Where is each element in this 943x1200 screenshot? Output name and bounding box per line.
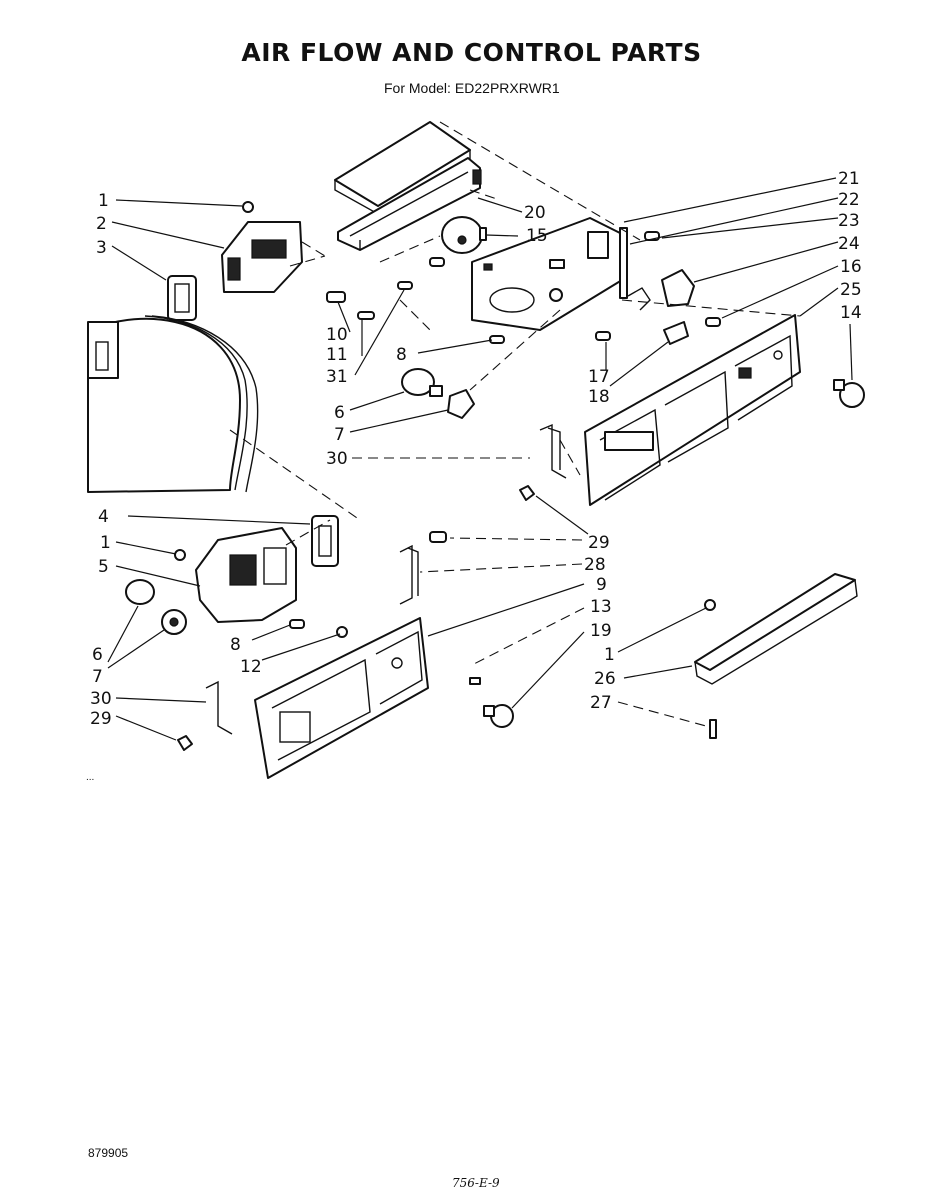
callout-12: 12	[240, 657, 262, 677]
model-label: For Model:	[384, 80, 451, 96]
callout-8-lower: 8	[230, 635, 241, 655]
callout-16: 16	[840, 257, 862, 277]
callout-20: 20	[524, 203, 546, 223]
assembly-dashed-lines	[229, 121, 801, 546]
callout-7: 7	[334, 425, 345, 445]
callout-13: 13	[590, 597, 612, 617]
callout-17: 17	[588, 367, 610, 387]
bracket-28	[399, 544, 419, 605]
control-housing-lower	[174, 527, 297, 623]
callout-18: 18	[588, 387, 610, 407]
callout-29-lower: 29	[90, 709, 112, 729]
stray-mark: ...	[86, 772, 95, 783]
upper-control-panel	[584, 314, 801, 506]
callout-1-lower: 1	[100, 533, 111, 553]
light-bulb-lower	[125, 579, 187, 635]
control-gasket	[167, 275, 197, 321]
callout-3: 3	[96, 238, 107, 258]
callout-6: 6	[334, 403, 345, 423]
callout-27: 27	[590, 693, 612, 713]
control-bracket-plate	[471, 217, 623, 331]
bracket-30-lower	[177, 680, 233, 751]
freezer-liner	[87, 315, 259, 493]
callout-7-lower: 7	[92, 667, 103, 687]
document-code: 879905	[88, 1146, 129, 1160]
callout-29: 29	[588, 533, 610, 553]
lower-control-panel	[254, 617, 429, 779]
callout-4: 4	[98, 507, 109, 527]
callout-21: 21	[838, 169, 860, 189]
damper-motor	[441, 216, 487, 254]
model-number: ED22PRXRWR1	[454, 80, 560, 96]
callout-1-right: 1	[604, 645, 615, 665]
callout-8: 8	[396, 345, 407, 365]
small-screws	[326, 257, 611, 344]
callout-26: 26	[594, 669, 616, 689]
trim-strip	[694, 573, 858, 739]
callout-labels: 1 2 3 10 11 31 8 6 7 30 20 15 21 22 23 2…	[90, 169, 862, 729]
handwritten-note: 756-E-9	[452, 1176, 500, 1190]
thermostat-control	[221, 201, 303, 293]
callout-19: 19	[590, 621, 612, 641]
callout-10: 10	[326, 325, 348, 345]
callout-15: 15	[526, 226, 548, 246]
lamp-socket-upper	[447, 389, 475, 419]
lamp-holder	[627, 269, 721, 327]
model-subtitle: For Model:ED22PRXRWR1	[384, 80, 560, 96]
dial-knob	[833, 379, 865, 408]
callout-2: 2	[96, 214, 107, 234]
panel-bracket-upper	[519, 423, 567, 501]
callout-30-lower: 30	[90, 689, 112, 709]
callout-9: 9	[596, 575, 607, 595]
light-bulb-upper	[401, 368, 443, 397]
callout-31: 31	[326, 367, 348, 387]
callout-1: 1	[98, 191, 109, 211]
callout-6-lower: 6	[92, 645, 103, 665]
lower-screws	[289, 531, 481, 685]
dial-knob-lower	[483, 704, 514, 728]
damper-housing	[337, 157, 482, 251]
callout-leaders	[107, 177, 853, 741]
callout-5: 5	[98, 557, 109, 577]
bracket-17-18	[663, 321, 689, 345]
callout-28: 28	[584, 555, 606, 575]
callout-11: 11	[326, 345, 348, 365]
gasket-lower	[311, 515, 339, 567]
callout-25: 25	[840, 280, 862, 300]
callout-23: 23	[838, 211, 860, 231]
callout-30: 30	[326, 449, 348, 469]
page-title: AIR FLOW AND CONTROL PARTS	[241, 38, 702, 67]
callout-24: 24	[838, 234, 860, 254]
callout-22: 22	[838, 190, 860, 210]
callout-14: 14	[840, 303, 862, 323]
